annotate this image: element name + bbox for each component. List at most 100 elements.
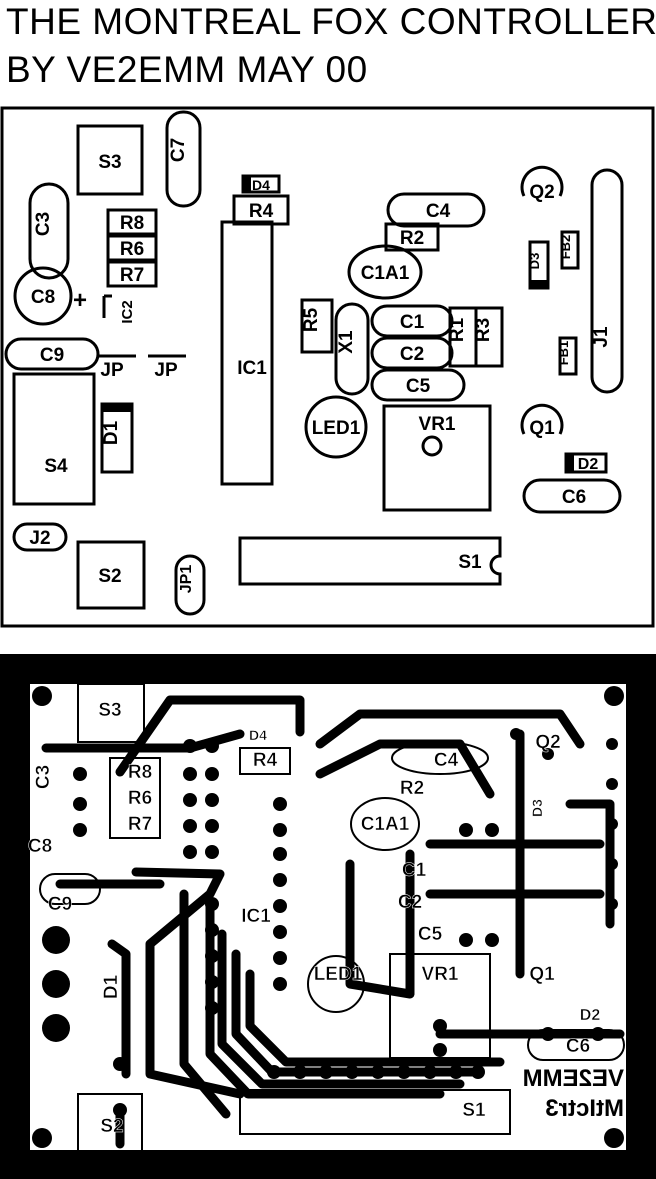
label-c1: C1 bbox=[400, 312, 425, 333]
label-d3: D3 bbox=[527, 253, 542, 270]
resistor-r8 bbox=[106, 208, 158, 236]
pcb-label-led1: LED1 bbox=[314, 964, 363, 985]
capacitor-c4 bbox=[386, 192, 486, 228]
pcb-label-vr1: VR1 bbox=[422, 964, 459, 985]
switch-s4 bbox=[12, 372, 96, 506]
pcb-label-s2: S2 bbox=[100, 1116, 123, 1137]
label-s2: S2 bbox=[98, 566, 121, 587]
trimmer-vr1-adjust bbox=[421, 435, 443, 457]
resistor-r4 bbox=[232, 194, 290, 226]
pcb-label-r7: R7 bbox=[128, 814, 152, 835]
label-ic1: IC1 bbox=[237, 358, 267, 379]
label-c3: C3 bbox=[33, 212, 54, 236]
capacitor-c1 bbox=[370, 304, 454, 338]
pcb-label-r6: R6 bbox=[128, 788, 152, 809]
ic-ic1 bbox=[220, 220, 274, 486]
label-r4: R4 bbox=[249, 201, 274, 222]
pcb-label-d2: D2 bbox=[580, 1007, 601, 1024]
ic-ic2-outline bbox=[102, 294, 112, 318]
crystal-x1 bbox=[334, 302, 370, 396]
capacitor-c9 bbox=[4, 337, 100, 371]
label-x1: X1 bbox=[336, 330, 357, 354]
capacitor-c7 bbox=[165, 110, 202, 208]
jumper-j1 bbox=[590, 168, 624, 394]
label-r8: R8 bbox=[120, 213, 144, 234]
mirrored-callsign: VE2EMM bbox=[523, 1065, 624, 1092]
label-vr1: VR1 bbox=[419, 414, 456, 435]
resistor-r6 bbox=[106, 234, 158, 262]
capacitor-c3 bbox=[28, 182, 70, 280]
jumper-jp1 bbox=[174, 554, 206, 616]
label-c8-plus: + bbox=[73, 287, 87, 314]
pcb-label-d1: D1 bbox=[101, 974, 122, 999]
label-r5: R5 bbox=[301, 307, 322, 332]
resistor-r2 bbox=[384, 222, 440, 252]
label-jp1: JP1 bbox=[178, 565, 195, 594]
label-c2: C2 bbox=[400, 344, 424, 365]
label-d1: D1 bbox=[101, 420, 122, 445]
pcb-label-c8: C8 bbox=[28, 836, 52, 857]
switch-s2 bbox=[76, 540, 146, 610]
label-s1: S1 bbox=[458, 552, 482, 573]
label-jp-1: JP bbox=[100, 360, 124, 381]
pcb-label-d3: D3 bbox=[529, 799, 545, 817]
capacitor-c2 bbox=[370, 336, 454, 370]
capacitor-c6 bbox=[522, 478, 622, 514]
label-c7: C7 bbox=[168, 138, 189, 162]
label-fb1: FB1 bbox=[556, 341, 571, 366]
ferrite-fb2 bbox=[560, 230, 580, 270]
trimmer-vr1 bbox=[382, 404, 492, 512]
component-layout: S3 C7 D4 R4 C3 R8 R6 R7 C8 + IC2 C9 JP J… bbox=[0, 106, 655, 628]
label-j1: J1 bbox=[591, 326, 612, 348]
capacitor-c5 bbox=[370, 368, 466, 402]
pcb-label-c3: C3 bbox=[33, 765, 54, 789]
title-line-1: THE MONTREAL FOX CONTROLLER bbox=[6, 1, 656, 42]
pcb-label-d4: D4 bbox=[249, 727, 267, 743]
label-d2: D2 bbox=[578, 456, 599, 473]
label-led1: LED1 bbox=[312, 418, 361, 439]
label-j2: J2 bbox=[29, 528, 50, 549]
pcb-label-c1a1: C1A1 bbox=[361, 814, 410, 835]
label-q2: Q2 bbox=[529, 182, 554, 203]
transistor-q1 bbox=[520, 403, 564, 435]
pcb-label-c4: C4 bbox=[434, 750, 459, 771]
label-q1: Q1 bbox=[529, 418, 555, 439]
title-line-2: BY VE2EMM MAY 00 bbox=[6, 49, 368, 90]
label-jp-2: JP bbox=[154, 360, 178, 381]
resistor-r7 bbox=[106, 260, 158, 288]
transistor-q2 bbox=[520, 165, 564, 197]
label-r1: R1 bbox=[447, 317, 468, 342]
label-fb2: FB2 bbox=[558, 235, 573, 260]
copper-pads bbox=[42, 728, 618, 1117]
resistor-r3 bbox=[474, 306, 504, 368]
ferrite-fb1 bbox=[558, 336, 578, 376]
pcb-label-c2: C2 bbox=[398, 892, 422, 913]
label-ic2: IC2 bbox=[119, 300, 136, 323]
label-c9: C9 bbox=[40, 345, 64, 366]
label-r7: R7 bbox=[120, 265, 144, 286]
label-s4: S4 bbox=[44, 456, 68, 477]
pcb-label-q2: Q2 bbox=[535, 732, 560, 753]
pcb-label-s3: S3 bbox=[98, 700, 121, 721]
resistor-r5 bbox=[300, 298, 334, 354]
pcb-label-r4: R4 bbox=[253, 750, 278, 771]
label-c6: C6 bbox=[562, 487, 586, 508]
pcb-copper-view: S3 R8 R6 R7 R4 D4 C3 C8 C9 IC1 C4 R2 C1A… bbox=[0, 654, 656, 1179]
switch-s1 bbox=[238, 536, 502, 586]
pcb-label-q1: Q1 bbox=[529, 964, 555, 985]
label-c8: C8 bbox=[31, 287, 55, 308]
label-d4: D4 bbox=[252, 177, 270, 193]
copper-traces bbox=[41, 695, 625, 1149]
pcb-label-ic1: IC1 bbox=[241, 906, 271, 927]
diode-bands bbox=[102, 176, 574, 472]
pcb-label-s1: S1 bbox=[462, 1100, 486, 1121]
pcb-label-r8: R8 bbox=[128, 762, 152, 783]
label-c4: C4 bbox=[426, 201, 451, 222]
label-c5: C5 bbox=[406, 376, 431, 397]
label-r6: R6 bbox=[120, 239, 144, 260]
pcb-label-r2: R2 bbox=[400, 778, 424, 799]
led-led1 bbox=[304, 395, 368, 459]
label-s3: S3 bbox=[98, 152, 121, 173]
pcb-label-c9: C9 bbox=[48, 894, 72, 915]
label-r2: R2 bbox=[400, 228, 424, 249]
